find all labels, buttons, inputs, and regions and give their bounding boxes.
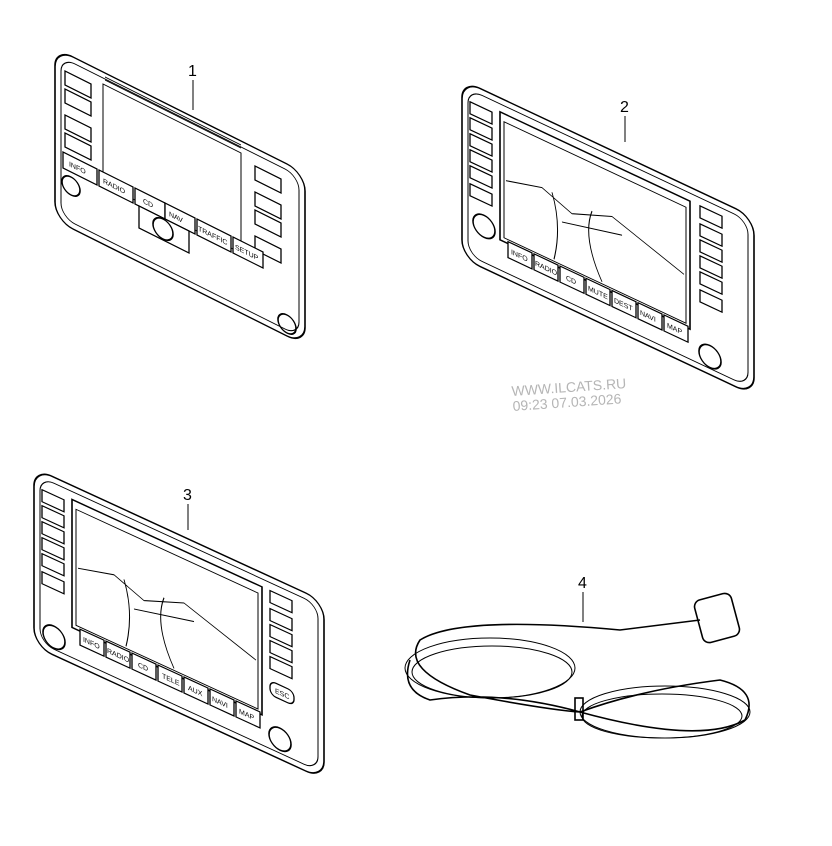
part-4-gps-antenna[interactable]	[404, 592, 751, 739]
part-3-navigation-unit[interactable]: ESC INFO RADIO CD TELE AUX NAVI MAP	[33, 468, 325, 779]
volume-knob[interactable]	[61, 173, 81, 200]
svg-text:4: 4	[578, 575, 587, 592]
volume-knob[interactable]	[42, 621, 66, 653]
part-1-radio-unit[interactable]: INFO RADIO CD NAV TRAFFIC SETUP	[54, 48, 306, 345]
volume-knob[interactable]	[472, 210, 496, 242]
antenna-puck	[693, 592, 741, 644]
tuning-knob[interactable]	[698, 340, 722, 372]
button-label: CD	[143, 196, 153, 210]
callout-3: 3	[183, 487, 192, 530]
callout-1: 1	[188, 63, 197, 110]
svg-text:3: 3	[183, 487, 192, 504]
svg-text:1: 1	[188, 63, 197, 80]
callout-4: 4	[578, 575, 587, 622]
part-2-navigation-unit[interactable]: INFO RADIO CD MUTE DEST NAVI MAP	[461, 80, 755, 395]
tuning-knob[interactable]	[268, 723, 292, 755]
callout-2: 2	[620, 99, 629, 142]
button-label: CD	[566, 273, 576, 286]
cable-tie	[574, 697, 584, 721]
svg-text:2: 2	[620, 99, 629, 116]
button-label: CD	[138, 660, 148, 673]
tuning-knob[interactable]	[277, 311, 297, 338]
control-knob[interactable]	[152, 214, 174, 244]
